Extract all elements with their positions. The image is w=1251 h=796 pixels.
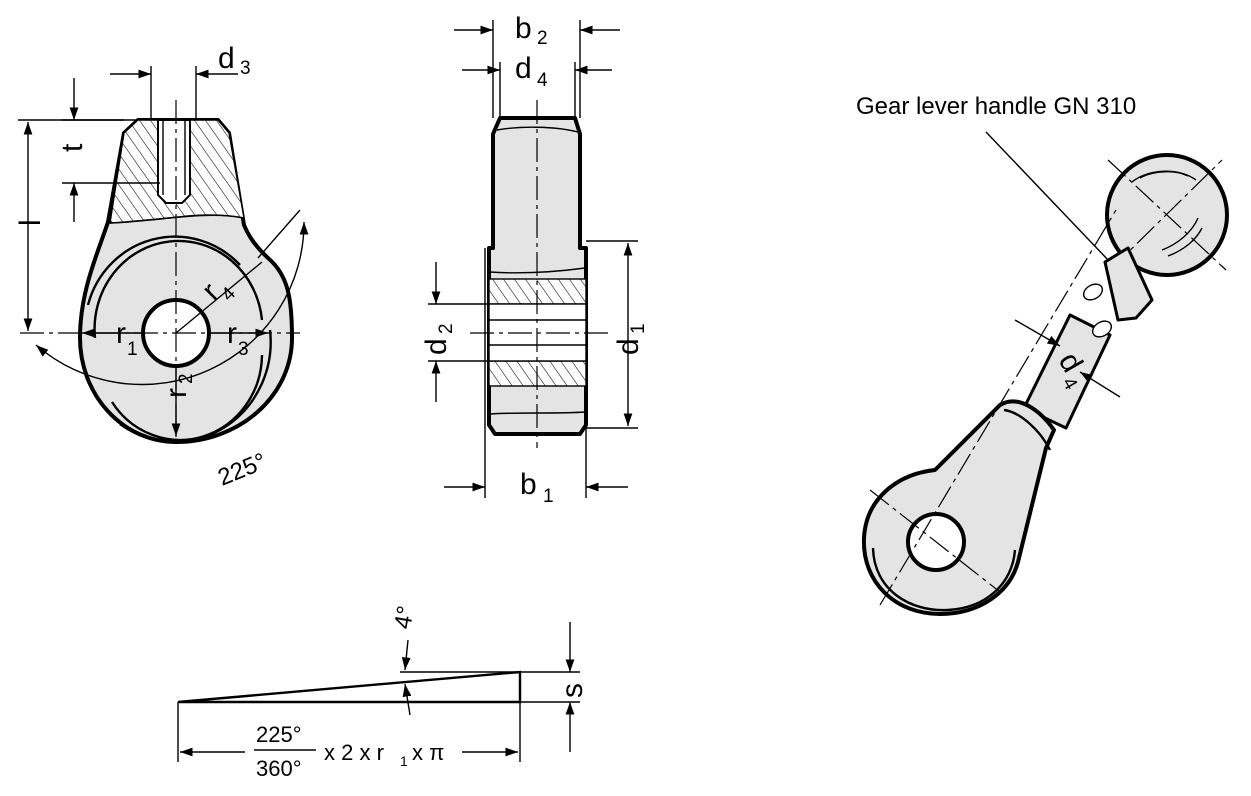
side-view: b 2 d 4 d 2 d 1 b 1 [420,12,649,507]
label-angle-225: 225° [214,448,270,492]
wedge-detail: s 4° 225° 360° x 2 x r 1 x π [177,604,589,781]
label-d1-sub: 1 [628,323,649,334]
label-d4-sub: 4 [537,70,548,91]
label-r2: r [160,388,193,398]
label-d2-sub: 2 [436,323,457,334]
label-b2: b [515,12,532,45]
label-angle-4: 4° [389,604,420,631]
front-view: d 3 t l r 1 r 3 r 2 r 4 225° [14,42,309,492]
label-s: s [556,683,589,698]
formula-denominator: 360° [256,756,302,781]
label-b1-sub: 1 [543,486,554,507]
label-b2-sub: 2 [537,28,548,49]
upper-shaft [1103,246,1154,322]
threaded-bore [157,119,191,204]
assembly-lever-body [861,399,1056,616]
formula-sub: 1 [400,753,408,769]
label-r3: r [227,317,237,350]
formula-numerator: 225° [256,722,302,747]
callout-leader [985,131,1111,263]
formula-text: x 2 x r [324,740,384,765]
callout-gear-lever-handle: Gear lever handle GN 310 [856,93,1136,120]
wedge-profile [177,670,522,704]
label-d2: d [420,338,453,355]
label-d3-sub: 3 [240,58,251,79]
label-d3: d [218,42,235,75]
label-b1: b [520,468,537,501]
label-t: t [56,143,89,152]
label-d4: d [515,52,532,85]
formula-tail: x π [412,740,444,765]
label-r1: r [116,317,126,350]
label-l: l [14,219,47,226]
label-r1-sub: 1 [127,339,138,360]
label-d1: d [612,338,645,355]
assembly-view: Gear lever handle GN 310 d 4 [856,93,1229,616]
